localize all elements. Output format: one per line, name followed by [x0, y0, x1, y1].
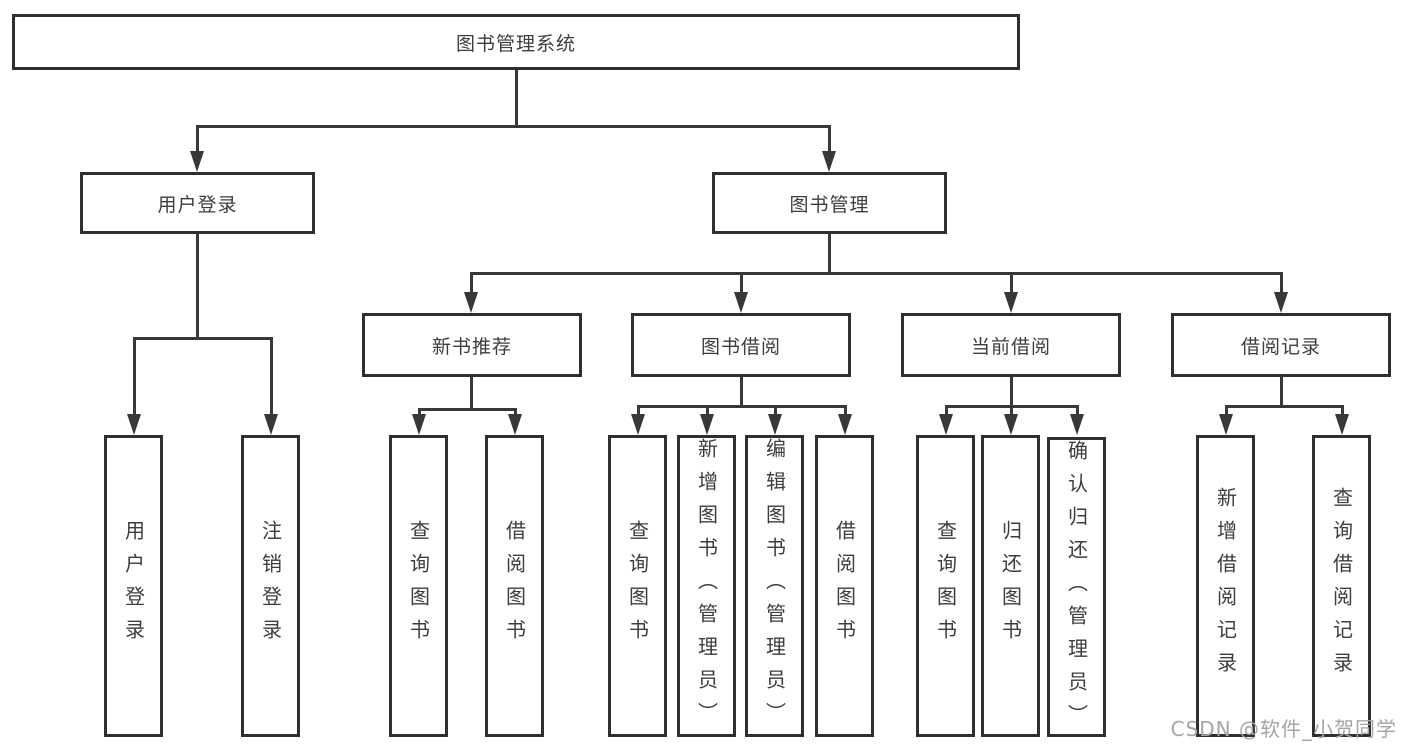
arrow-down-icon	[190, 151, 204, 172]
arrow-down-icon	[1274, 292, 1288, 313]
node-new-book-recommend-label: 新书推荐	[431, 335, 512, 358]
node-current-borrowing-label: 当前借阅	[970, 335, 1051, 358]
connector-line	[418, 408, 421, 416]
node-root-label: 图书管理系统	[455, 32, 576, 55]
node-borrowing-records: 借阅记录	[1171, 313, 1391, 377]
node-leaf-bb-borrow-books: 借阅图书	[815, 435, 874, 737]
connector-line	[133, 337, 136, 415]
connector-line	[828, 125, 831, 153]
node-leaf-cb-return-books-label: 归还图书	[998, 520, 1023, 652]
node-leaf-br-query-record: 查询借阅记录	[1312, 435, 1371, 737]
node-book-management: 图书管理	[712, 172, 947, 234]
node-user-login-label: 用户登录	[157, 193, 238, 216]
csdn-watermark: CSDN @软件_小贺同学	[1170, 717, 1397, 741]
connector-line	[515, 70, 518, 125]
node-leaf-user-login: 用户登录	[104, 435, 163, 737]
connector-line	[844, 405, 847, 416]
node-leaf-bb-query-books-label: 查询图书	[625, 520, 650, 652]
node-leaf-user-login-label: 用户登录	[121, 520, 146, 652]
connector-line	[1225, 405, 1228, 416]
node-leaf-bb-edit-books: 编辑图书（管理员）	[745, 435, 804, 737]
connector-line	[945, 405, 948, 416]
arrow-down-icon	[939, 414, 953, 435]
connector-line	[196, 125, 831, 128]
connector-line	[514, 408, 517, 416]
arrow-down-icon	[264, 414, 278, 435]
connector-line	[740, 272, 743, 293]
node-leaf-br-add-record: 新增借阅记录	[1196, 435, 1255, 737]
connector-line	[418, 408, 516, 411]
connector-line	[774, 405, 777, 416]
arrow-down-icon	[734, 292, 748, 313]
connector-line	[133, 337, 273, 340]
node-leaf-cb-return-books: 归还图书	[981, 435, 1040, 737]
node-user-login: 用户登录	[80, 172, 315, 234]
node-leaf-bb-edit-books-label: 编辑图书（管理员）	[762, 438, 787, 735]
node-leaf-cb-query-books-label: 查询图书	[933, 520, 958, 652]
connector-line	[637, 405, 640, 416]
connector-line	[1010, 405, 1013, 416]
connector-line	[1010, 377, 1013, 405]
node-leaf-cb-confirm-return: 确认归还（管理员）	[1047, 437, 1106, 737]
node-leaf-nbr-query-books-label: 查询图书	[406, 520, 431, 652]
node-leaf-br-add-record-label: 新增借阅记录	[1213, 487, 1238, 685]
connector-line	[1076, 405, 1079, 416]
node-current-borrowing: 当前借阅	[901, 313, 1121, 377]
arrow-down-icon	[1070, 414, 1084, 435]
connector-line	[470, 272, 1283, 275]
arrow-down-icon	[412, 414, 426, 435]
arrow-down-icon	[1004, 414, 1018, 435]
connector-line	[470, 377, 473, 408]
connector-line	[1341, 405, 1344, 416]
node-root: 图书管理系统	[12, 14, 1020, 70]
node-leaf-nbr-borrow-books: 借阅图书	[485, 435, 544, 737]
node-leaf-nbr-query-books: 查询图书	[389, 435, 448, 737]
node-leaf-bb-add-books-label: 新增图书（管理员）	[694, 438, 719, 735]
node-leaf-br-query-record-label: 查询借阅记录	[1329, 487, 1354, 685]
node-new-book-recommend: 新书推荐	[362, 313, 582, 377]
arrow-down-icon	[1335, 414, 1349, 435]
connector-line	[1010, 272, 1013, 293]
arrow-down-icon	[508, 414, 522, 435]
connector-line	[270, 337, 273, 415]
node-leaf-bb-query-books: 查询图书	[608, 435, 667, 737]
node-leaf-logout-label: 注销登录	[258, 520, 283, 652]
connector-line	[470, 272, 473, 293]
connector-line	[1280, 377, 1283, 405]
node-leaf-bb-borrow-books-label: 借阅图书	[832, 520, 857, 652]
connector-line	[1280, 272, 1283, 293]
connector-line	[706, 405, 709, 416]
node-leaf-logout: 注销登录	[241, 435, 300, 737]
arrow-down-icon	[1219, 414, 1233, 435]
node-leaf-cb-confirm-return-label: 确认归还（管理员）	[1064, 440, 1089, 737]
connector-line	[828, 234, 831, 272]
arrow-down-icon	[464, 292, 478, 313]
arrow-down-icon	[700, 414, 714, 435]
node-leaf-nbr-borrow-books-label: 借阅图书	[502, 520, 527, 652]
node-leaf-cb-query-books: 查询图书	[916, 435, 975, 737]
connector-line	[637, 405, 847, 408]
node-leaf-bb-add-books: 新增图书（管理员）	[677, 435, 736, 737]
arrow-down-icon	[768, 414, 782, 435]
arrow-down-icon	[127, 414, 141, 435]
connector-line	[1225, 405, 1343, 408]
node-borrowing-records-label: 借阅记录	[1240, 335, 1321, 358]
node-book-management-label: 图书管理	[789, 193, 870, 216]
connector-line	[196, 125, 199, 153]
arrow-down-icon	[1004, 292, 1018, 313]
connector-line	[740, 377, 743, 405]
arrow-down-icon	[822, 151, 836, 172]
connector-line	[196, 234, 199, 337]
node-book-borrowing: 图书借阅	[631, 313, 851, 377]
node-book-borrowing-label: 图书借阅	[700, 335, 781, 358]
arrow-down-icon	[838, 414, 852, 435]
arrow-down-icon	[631, 414, 645, 435]
